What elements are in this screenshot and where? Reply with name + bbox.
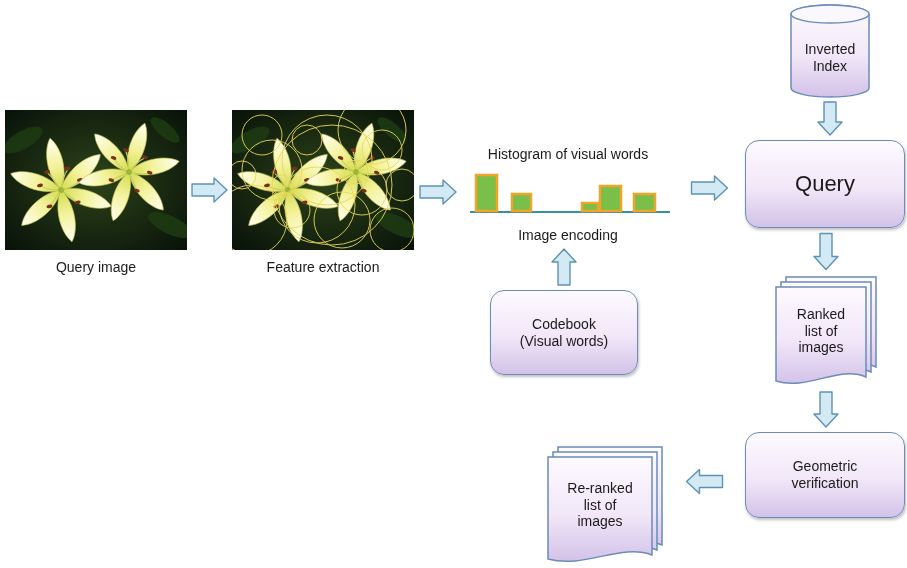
process-box: Geometric verification [745, 432, 905, 518]
feature-circles [232, 110, 414, 250]
node-text: Query [795, 171, 855, 197]
node-text: Image encoding [518, 227, 618, 244]
histogram-node: Histogram of visual wordsImage encoding [462, 146, 674, 244]
document-stack: Ranked list of images [774, 275, 878, 387]
node-text: Geometric verification [777, 458, 873, 492]
database-cylinder: Inverted Index [790, 5, 870, 97]
image-node: Feature extraction [232, 110, 414, 276]
node-text: Query image [56, 259, 136, 276]
cylinder-body [791, 5, 869, 97]
block-arrow [814, 234, 838, 270]
text-block: Ranked list of images [788, 306, 854, 356]
text-area: Re-ranked list of images [548, 459, 652, 551]
histogram-bins [476, 175, 655, 211]
block-arrow [420, 180, 456, 204]
text-block: Geometric verification [777, 458, 873, 492]
document-stack: Re-ranked list of images [546, 445, 664, 565]
text-block: Codebook (Visual words) [514, 316, 614, 350]
block-arrow [814, 392, 838, 427]
node-text: Re-ranked list of images [564, 480, 636, 530]
node-text: Inverted Index [797, 41, 863, 75]
lily-flower [67, 110, 187, 236]
text-block: Inverted Index [797, 41, 863, 75]
image-node: Query image [5, 110, 187, 276]
text-block: Re-ranked list of images [564, 480, 636, 530]
cylinder-top [791, 5, 869, 23]
text-block: Query [760, 171, 890, 197]
process-box: Query [745, 140, 905, 228]
histogram-bars [470, 172, 670, 214]
block-arrow [818, 102, 842, 135]
block-arrow [552, 249, 576, 285]
node-text: Ranked list of images [788, 306, 854, 356]
block-arrow [692, 176, 728, 200]
document-sheet [548, 457, 652, 561]
node-text: Feature extraction [267, 259, 380, 276]
lily-photo [5, 110, 187, 250]
node-text: Codebook (Visual words) [514, 316, 614, 350]
process-box: Codebook (Visual words) [490, 290, 638, 375]
block-arrow [687, 470, 723, 494]
node-text: Histogram of visual words [488, 146, 648, 163]
block-arrow [192, 178, 227, 202]
text-area: Ranked list of images [776, 289, 866, 373]
feature-photo [232, 110, 414, 250]
document-sheet [776, 287, 866, 383]
